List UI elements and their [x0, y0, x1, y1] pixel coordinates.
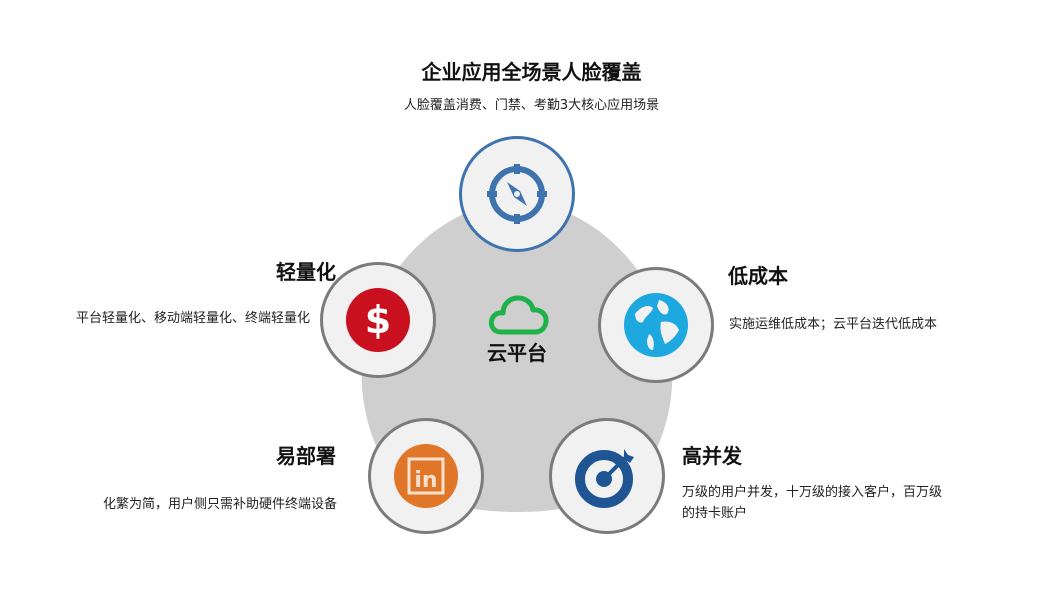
node-heading-left: 轻量化 [276, 260, 336, 284]
svg-text:$: $ [365, 298, 391, 342]
globe-node [598, 267, 714, 383]
dollar-node: $ [320, 262, 436, 378]
node-desc-bottom-left: 化繁为简，用户侧只需补助硬件终端设备 [102, 497, 337, 512]
compass-icon [487, 164, 547, 224]
linkedin-icon: in [394, 444, 458, 508]
globe-icon [624, 293, 688, 357]
node-heading-right: 低成本 [728, 264, 788, 288]
compass-node [459, 136, 575, 252]
page-title: 企业应用全场景人脸覆盖 [421, 60, 642, 84]
linkedin-node: in [368, 418, 484, 534]
page-subtitle: 人脸覆盖消费、门禁、考勤3大核心应用场景 [403, 98, 660, 113]
center-label: 云平台 [487, 341, 547, 365]
node-heading-bottom-right: 高并发 [682, 444, 742, 468]
target-node [549, 418, 665, 534]
target-icon [575, 449, 634, 508]
dollar-icon: $ [346, 288, 410, 352]
svg-text:in: in [414, 468, 437, 493]
node-desc-right: 实施运维低成本；云平台迭代低成本 [729, 317, 938, 332]
node-desc-bottom-right-line1: 万级的用户并发，十万级的接入客户，百万级 [682, 485, 943, 500]
cloud-icon [488, 295, 549, 335]
node-heading-bottom-left: 易部署 [276, 444, 336, 468]
node-desc-bottom-right-line2: 的持卡账户 [682, 506, 748, 521]
node-desc-left: 平台轻量化、移动端轻量化、终端轻量化 [75, 311, 310, 326]
